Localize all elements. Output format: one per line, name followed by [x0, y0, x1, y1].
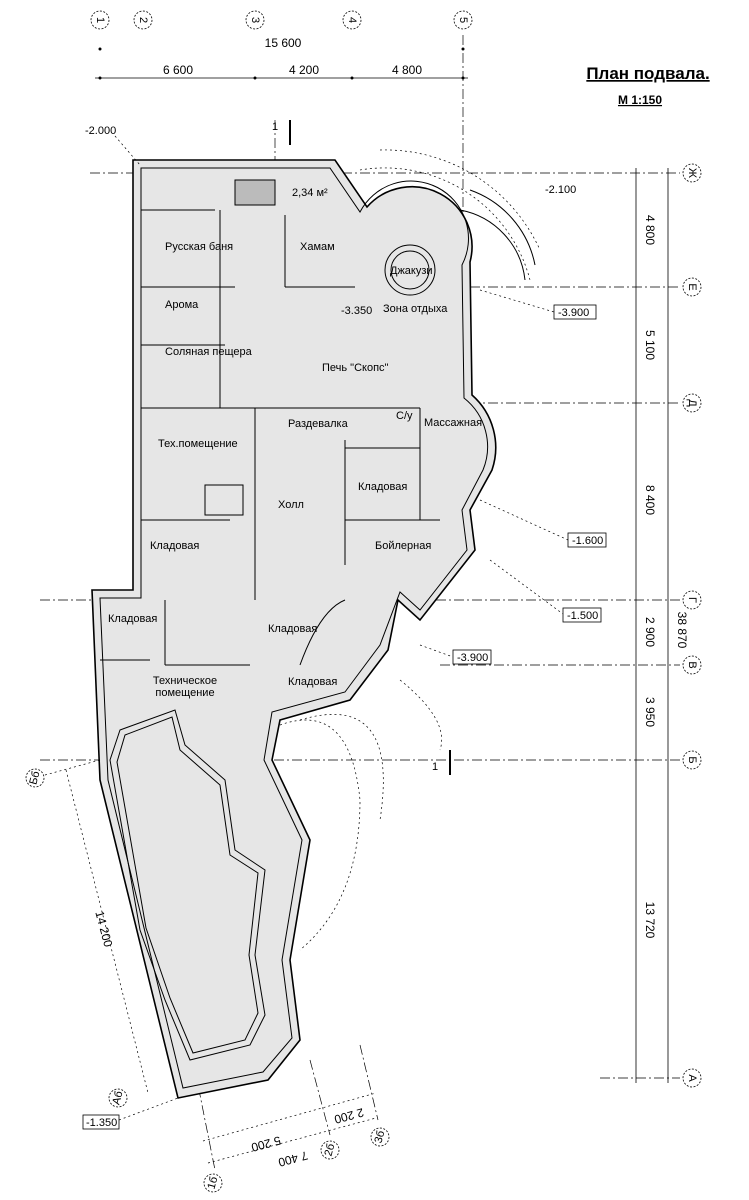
plan-title: План подвала. [586, 64, 709, 83]
axis-label: Е [686, 283, 698, 290]
room-stove: Печь "Скопс" [322, 362, 389, 374]
dim-segment: 13 720 [643, 902, 657, 939]
room-storage: Кладовая [358, 481, 407, 493]
level-mark: -2.100 [545, 184, 576, 196]
section-label: 1 [432, 761, 438, 773]
room-storage: Кладовая [108, 613, 157, 625]
top-dimensions: 15 600 6 600 4 200 4 800 [95, 36, 468, 80]
level-mark: -3.900 [558, 307, 589, 319]
right-dimensions: 4 800 5 100 8 400 2 900 3 950 13 720 38 … [635, 168, 689, 1083]
dim-segment: 4 200 [289, 63, 319, 77]
axis-label: Бб [27, 770, 42, 786]
axis-label: Ж [686, 168, 698, 178]
dim-segment: 5 100 [643, 330, 657, 360]
room-storage: Кладовая [288, 676, 337, 688]
building-walls [91, 159, 497, 1099]
room-boiler: Бойлерная [375, 540, 431, 552]
room-technical: Техническое помещение [152, 675, 218, 699]
axis-label: Аб [110, 1090, 125, 1106]
dim-segment: 6 600 [163, 63, 193, 77]
dim-segment: 4 800 [392, 63, 422, 77]
axis-label: 2 [137, 17, 149, 23]
dim-segment: 2 200 [332, 1105, 365, 1126]
axis-label: 3 [249, 17, 261, 23]
dim-segment: 5 200 [249, 1133, 282, 1154]
axis-label: Б [686, 756, 698, 763]
room-labels: Русская баня Хамам Арома Соляная пещера … [108, 187, 482, 699]
axis-label: 4 [346, 17, 358, 23]
axis-label: 1 [94, 17, 106, 23]
room-aroma: Арома [165, 299, 199, 311]
axis-label: 2б [323, 1142, 338, 1157]
room-massage: Массажная [424, 417, 482, 429]
room-tech: Тех.помещение [158, 438, 238, 450]
dim-segment: 4 800 [643, 215, 657, 245]
dim-total: 7 400 [276, 1148, 309, 1169]
room-wc: С/у [396, 410, 413, 422]
level-mark: -1.350 [86, 1117, 117, 1129]
axis-label: В [686, 661, 698, 668]
level-mark: -3.350 [341, 305, 372, 317]
section-label: 1 [272, 121, 278, 133]
room-storage: Кладовая [268, 623, 317, 635]
room-salt-cave: Соляная пещера [165, 346, 253, 358]
section-marks: 1 1 [272, 120, 451, 775]
level-marks: -2.000 -2.100 -3.900 -3.350 -1.600 -1.50… [82, 125, 607, 1130]
dim-segment: 8 400 [643, 485, 657, 515]
level-mark: -1.500 [567, 610, 598, 622]
axis-label: 5 [457, 17, 469, 23]
room-russian-banya: Русская баня [165, 241, 233, 253]
room-lounge: Зона отдыха [383, 303, 448, 315]
axis-label: Д [686, 399, 698, 407]
room-changing: Раздевалка [288, 418, 349, 430]
level-mark: -3.900 [457, 652, 488, 664]
level-mark: -1.600 [572, 535, 603, 547]
room-hall: Холл [278, 499, 304, 511]
axis-label: 1б [206, 1175, 221, 1190]
area-label: 2,34 м² [292, 187, 328, 199]
terrace-arcs [279, 149, 541, 951]
axis-label: Г [686, 597, 698, 603]
axis-label: А [686, 1074, 698, 1082]
axis-label: 3б [373, 1129, 388, 1144]
pool [109, 709, 266, 1061]
level-mark: -2.000 [85, 125, 116, 137]
dim-segment: 2 900 [643, 617, 657, 647]
room-hamam: Хамам [300, 241, 335, 253]
dim-total: 38 870 [675, 612, 689, 649]
dim-total: 15 600 [265, 36, 302, 50]
top-axis-markers: 1 2 3 4 5 [90, 10, 473, 30]
room-storage: Кладовая [150, 540, 199, 552]
dim-length: 14 200 [92, 909, 115, 948]
right-axis-markers: Ж Е Д Г В Б А [682, 163, 702, 1088]
dim-segment: 3 950 [643, 697, 657, 727]
room-jacuzzi: Джакузи [390, 265, 433, 277]
plan-scale: М 1:150 [618, 93, 662, 107]
